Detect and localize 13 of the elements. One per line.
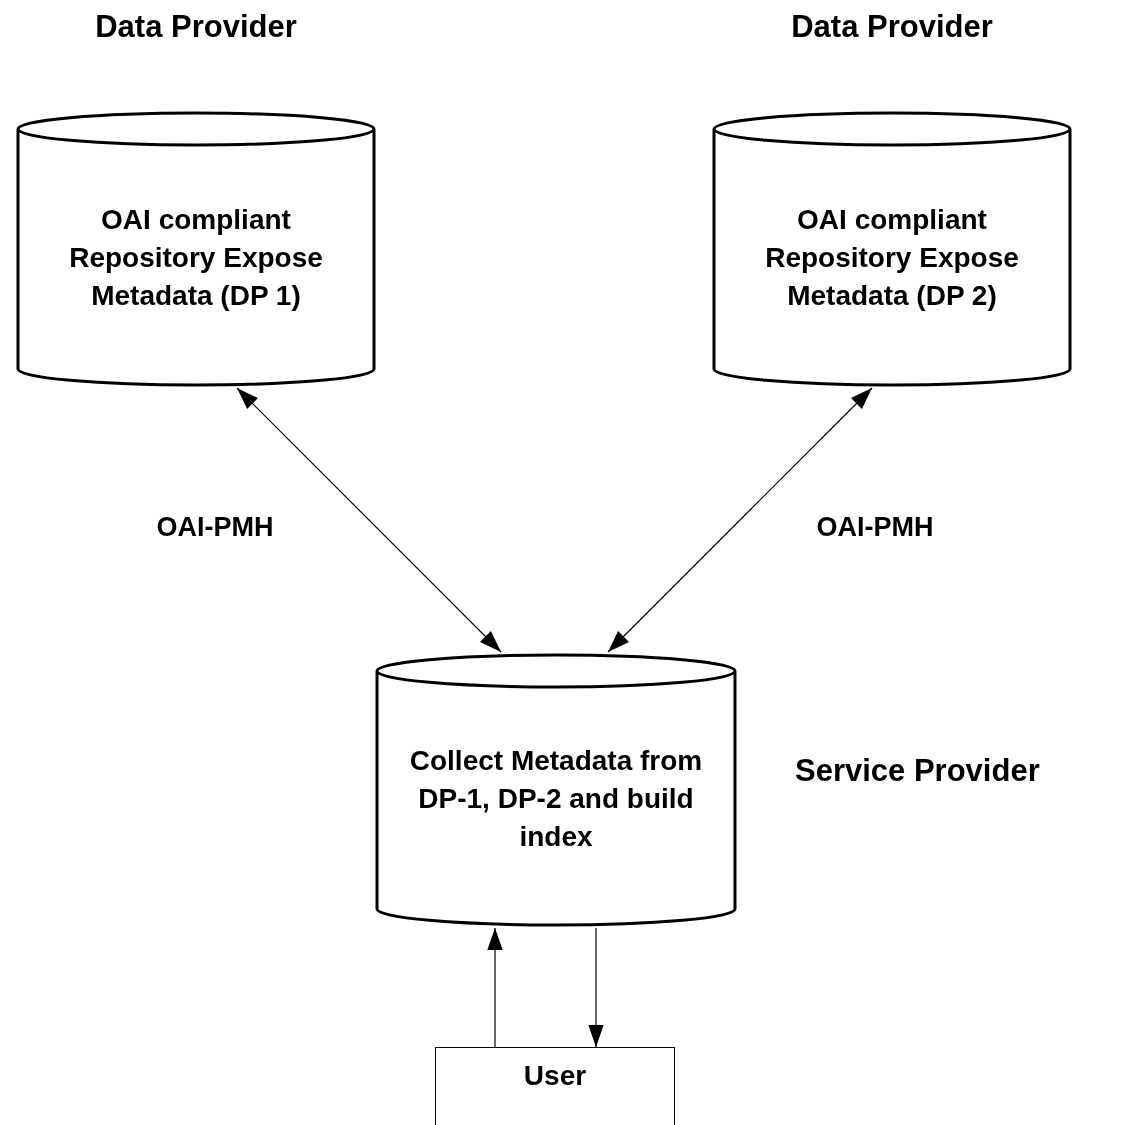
node-text: OAI compliant Repository Expose Metadata (DP 1) bbox=[68, 203, 324, 313]
node-text: User bbox=[523, 1059, 587, 1093]
edge-label: OAI-PMH bbox=[816, 510, 934, 544]
group-heading: Data Provider bbox=[94, 8, 298, 46]
double-arrow bbox=[607, 387, 873, 653]
double-arrow bbox=[487, 927, 503, 1048]
node-text: OAI compliant Repository Expose Metadata (DP 2) bbox=[764, 203, 1020, 313]
role-label: Service Provider bbox=[795, 752, 1040, 790]
double-arrow bbox=[236, 387, 502, 653]
group-heading: Data Provider bbox=[790, 8, 994, 46]
edge-label: OAI-PMH bbox=[156, 510, 274, 544]
node-text: Collect Metadata from DP-1, DP-2 and build index bbox=[408, 744, 704, 854]
double-arrow bbox=[588, 927, 604, 1048]
